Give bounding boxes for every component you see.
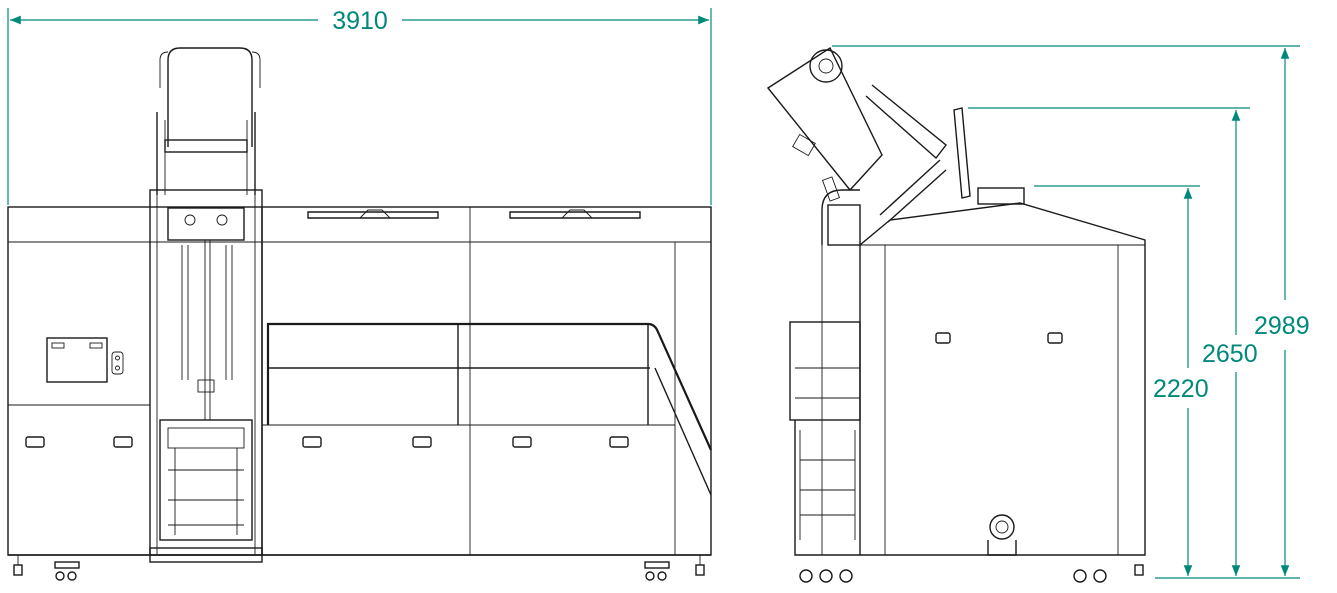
height-body-label: 2220 — [1153, 375, 1209, 403]
left-cabinet — [8, 337, 150, 448]
height-dimensions: 2989 2650 2220 — [832, 45, 1310, 579]
side-view — [766, 46, 1146, 583]
width-dimension-label: 3910 — [332, 7, 388, 35]
width-dimension: 3910 — [7, 7, 712, 205]
right-compartments — [261, 207, 676, 555]
height-monitor-label: 2650 — [1202, 340, 1258, 368]
height-top-label: 2989 — [1254, 312, 1310, 340]
guard-rail — [266, 322, 713, 496]
front-view — [7, 47, 713, 581]
lift-column — [149, 47, 263, 563]
front-feet — [13, 561, 705, 581]
